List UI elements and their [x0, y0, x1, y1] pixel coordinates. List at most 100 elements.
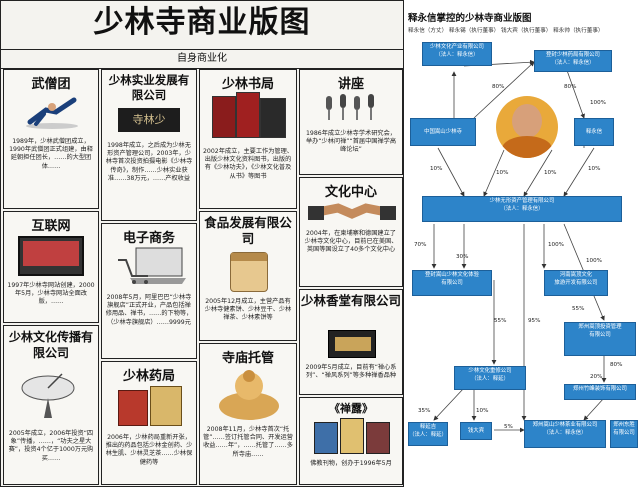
ownership-percent: 20%	[590, 374, 603, 380]
person-name: 钱大宾	[467, 428, 485, 434]
company-box-dengfeng-tanhai: 登封少林药局有限公司 （法人：释永信）	[534, 50, 612, 72]
company-box-zhengzhou-guanli: 郑州嵩顶投资管理 有限公司	[564, 322, 636, 356]
handshake-illustration	[308, 203, 396, 220]
company-name-suffix: 有限公司	[441, 280, 463, 286]
company-name: 郑州嵩顶投资管理	[578, 324, 622, 330]
company-name-suffix: 旅游开发有限公司	[554, 280, 598, 286]
cell-desc: 佛教刊物，创办于1996年5月	[310, 460, 392, 467]
company-name: 登封少林药局有限公司	[546, 52, 600, 58]
monitor-image	[18, 236, 84, 276]
shaolin-plaque: 寺林少	[118, 108, 180, 132]
company-name: 中国嵩山少林寺	[424, 129, 462, 135]
company-box-zhengzhou-chayuan: 郑州嵩山少林茶业有限公司 （法人：释永信）	[524, 420, 606, 448]
cell-title: 食品发展有限公司	[204, 215, 292, 246]
company-legal-rep: （法人：释永信）	[435, 52, 479, 58]
cell-desc: 2006年，少林药局重新开张，推出的药品包括少林金创药、少林生肌、少林灵芝茶………	[105, 434, 193, 466]
right-panel: 释永信掌控的少林寺商业版图 释永信（方丈） 释永锡（执行董事） 钱大宾（执行董事…	[404, 0, 640, 487]
company-name: 郑州竹峰装饰有限公司	[573, 386, 627, 392]
company-name: 少林无形资产管理有限公司	[489, 198, 555, 204]
company-legal-rep: （法人：释永信）	[543, 430, 587, 436]
cell-title: 文化中心	[324, 185, 377, 200]
company-box-henan-songshan: 河南嵩顶文化 旅游开发有限公司	[544, 270, 608, 296]
cell-desc: 1986年成立少林寺学术研究会，举办“少林问禅”“首届中国禅学高峰论坛”	[305, 130, 397, 154]
laptop-cart-illustration	[118, 247, 186, 284]
person-name: 释延吉	[419, 424, 437, 430]
person-box-shiyongxin: 释永信	[574, 118, 614, 146]
cell-shuju: 少林书局 2002年成立，主要工作为管理、出版少林文化资料图书，出版的有《少林功…	[199, 69, 297, 209]
company-name: 登封嵩山少林文化体验	[425, 272, 479, 278]
ownership-percent: 80%	[564, 84, 577, 90]
company-box-dengfeng-wenhua: 登封嵩山少林文化体验 有限公司	[412, 270, 492, 296]
person-name: 释永信	[585, 129, 603, 135]
cell-desc: 2004年，在柬埔寨和德国建立了少林寺文化中心，目前已在美国、英国等国设立了40…	[304, 230, 398, 254]
ownership-percent: 10%	[476, 408, 489, 414]
cell-wuseng: 武僧团 1989年，少林武僧团成立，1990年武僧团正式组建，由释延朝担任团长，…	[3, 69, 99, 209]
cell-title: 讲座	[337, 77, 364, 92]
buddha-illustration	[219, 370, 279, 420]
left-panel: 少林寺商业版图 自身商业化 武僧团 1989年，少林武僧团成立，1990年武僧团…	[0, 0, 404, 487]
company-legal-rep: （法人：释永信）	[551, 60, 595, 66]
person-box-shi-yanji: 释延吉 （法人：释延）	[408, 422, 448, 446]
company-name: 河南嵩顶文化	[559, 272, 593, 278]
person-box-qian-dabin: 钱大宾	[460, 422, 492, 440]
cell-desc: 1997年少林寺网站创建，2000年5月，少林寺网站全面改版，……	[7, 282, 95, 306]
cell-dianzi: 电子商务 2008年5月，阿里巴巴“少林寺旗舰店”正式开业，产品包括禅修用品、禅…	[101, 223, 197, 359]
company-box-wenhua-chanye: 少林文化产业有限公司 （法人：释永信）	[422, 42, 492, 66]
cell-shiye: 少林实业发展有限公司 寺林少 1998年成立，之后成为少林无形资产管理公司，20…	[101, 69, 197, 221]
cell-shipin: 食品发展有限公司 2005年12月成立，主营产品有少林寺健素饼、少林豆干、少林禅…	[199, 211, 297, 341]
ownership-percent: 35%	[418, 408, 431, 414]
cell-title: 少林香堂有限公司	[300, 293, 401, 308]
monk-kick-illustration	[26, 97, 78, 129]
company-legal-rep: （法人：释延）	[471, 376, 509, 382]
company-box-wuxing: 少林无形资产管理有限公司 （法人：释永信）	[422, 196, 622, 222]
cell-tuoguan: 寺庙托管 2008年11月，少林寺首次“托管”……签订托管合同、开发运营收益………	[199, 343, 297, 485]
cell-desc: 2008年5月，阿里巴巴“少林寺旗舰店”正式开业，产品包括禅修用品、禅书，……的…	[105, 294, 193, 326]
company-name-suffix: 有限公司	[589, 332, 611, 338]
satellite-dish-illustration	[21, 373, 75, 418]
ownership-percent: 80%	[610, 362, 623, 368]
ownership-percent: 5%	[504, 424, 513, 430]
company-legal-rep: （法人：释延）	[409, 432, 447, 438]
diagram-title: 释永信掌控的少林寺商业版图	[408, 13, 532, 24]
ownership-percent: 70%	[414, 242, 427, 248]
food-jar-image	[230, 252, 268, 292]
section-subtitle: 自身商业化	[1, 49, 403, 69]
ownership-percent: 100%	[590, 100, 606, 106]
ownership-arrows	[431, 59, 607, 433]
cell-title: 《禅露》	[329, 402, 373, 415]
cell-desc: 2009年5月成立，目前有“禅心系列”、“禅风系列”等多种禅香品种	[305, 364, 397, 380]
ownership-percent: 100%	[548, 242, 564, 248]
cell-chanlu: 《禅露》 佛教刊物，创办于1996年5月	[299, 397, 403, 485]
ownership-percent: 95%	[528, 318, 541, 324]
cell-desc: 2005年成立，2006年投资“四象”传播，……，“功夫之星大赛”，投资4个亿于…	[8, 430, 94, 462]
cell-yaoju: 少林药局 2006年，少林药局重新开张，推出的药品包括少林金创药、少林生肌、少林…	[101, 361, 197, 485]
cell-title: 电子商务	[122, 231, 175, 246]
cell-desc: 1989年，少林武僧团成立，1990年武僧团正式组建，由释延朝担任团长，……的大…	[9, 138, 93, 170]
company-box-zhengzhou-dongsheng: 郑州东胜 有限公司	[610, 420, 638, 448]
cell-desc: 2002年成立，主要工作为管理、出版少林文化资料图书，出版的有《少林功夫》，《少…	[203, 148, 293, 180]
ownership-percent: 100%	[586, 258, 602, 264]
book-covers	[212, 92, 286, 138]
company-name: 少林文化重修公司	[468, 368, 512, 374]
ownership-percent: 55%	[572, 306, 585, 312]
page-title: 少林寺商业版图	[93, 5, 311, 40]
company-legal-rep: （法人：释永信）	[500, 206, 544, 212]
ownership-percent: 10%	[496, 170, 509, 176]
diagram-subtitle: 释永信（方丈） 释永锡（执行董事） 钱大宾（执行董事） 释永帅（执行董事）	[408, 28, 604, 34]
cell-title: 少林书局	[221, 77, 274, 92]
cell-title: 互联网	[31, 219, 71, 234]
cell-desc: 2005年12月成立，主营产品有少林寺健素饼、少林豆干、少林禅茶、少林素饼等	[204, 298, 292, 322]
company-name: 少林文化产业有限公司	[430, 44, 484, 50]
company-box-shaolin-ruiyi: 少林文化重修公司 （法人：释延）	[454, 366, 526, 390]
medicine-boxes-image	[118, 386, 182, 426]
cell-title: 寺庙托管	[221, 351, 274, 366]
ownership-percent: 10%	[544, 170, 557, 176]
cell-desc: 1998年成立，之后成为少林无形资产管理公司，2003年，少林寺首次投资拍摄电影…	[105, 142, 193, 182]
company-name: 郑州东胜	[613, 422, 635, 428]
ownership-percent: 30%	[456, 254, 469, 260]
incense-box-image	[328, 330, 376, 358]
cell-chuanbo: 少林文化传播有限公司 2005年成立，2006年投资“四象”传播，……，“功夫之…	[3, 325, 99, 485]
company-name: 郑州嵩山少林茶业有限公司	[532, 422, 598, 428]
company-box-zhengzhou-zhuangshi: 郑州竹峰装饰有限公司	[564, 384, 636, 400]
ownership-percent: 55%	[494, 318, 507, 324]
